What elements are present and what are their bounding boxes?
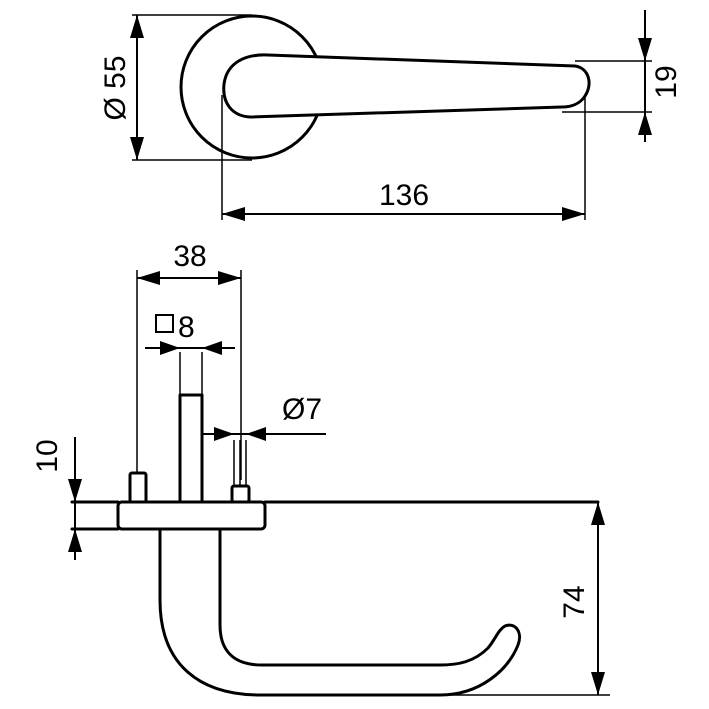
square-symbol-icon xyxy=(155,314,174,333)
square-spindle-label: 8 xyxy=(178,311,195,344)
fixing-width-label: 38 xyxy=(173,240,206,273)
top-view: Ø 55 19 136 xyxy=(99,10,683,221)
rosette-thickness-label: 10 xyxy=(31,439,64,472)
left-fixing-pin xyxy=(128,471,148,504)
side-view: 38 8 Ø7 10 74 xyxy=(31,240,610,697)
lever-side-outline xyxy=(158,527,521,697)
screw-diameter-label: Ø7 xyxy=(282,393,322,426)
rosette-diameter-label: Ø 55 xyxy=(99,55,132,120)
lever-top-outline xyxy=(222,53,591,119)
handle-drop-label: 74 xyxy=(558,585,591,618)
handle-length-label: 136 xyxy=(379,179,429,212)
rosette-base xyxy=(116,500,267,531)
handle-height-label: 19 xyxy=(650,65,683,98)
spindle xyxy=(178,393,204,504)
right-screw xyxy=(230,484,251,504)
